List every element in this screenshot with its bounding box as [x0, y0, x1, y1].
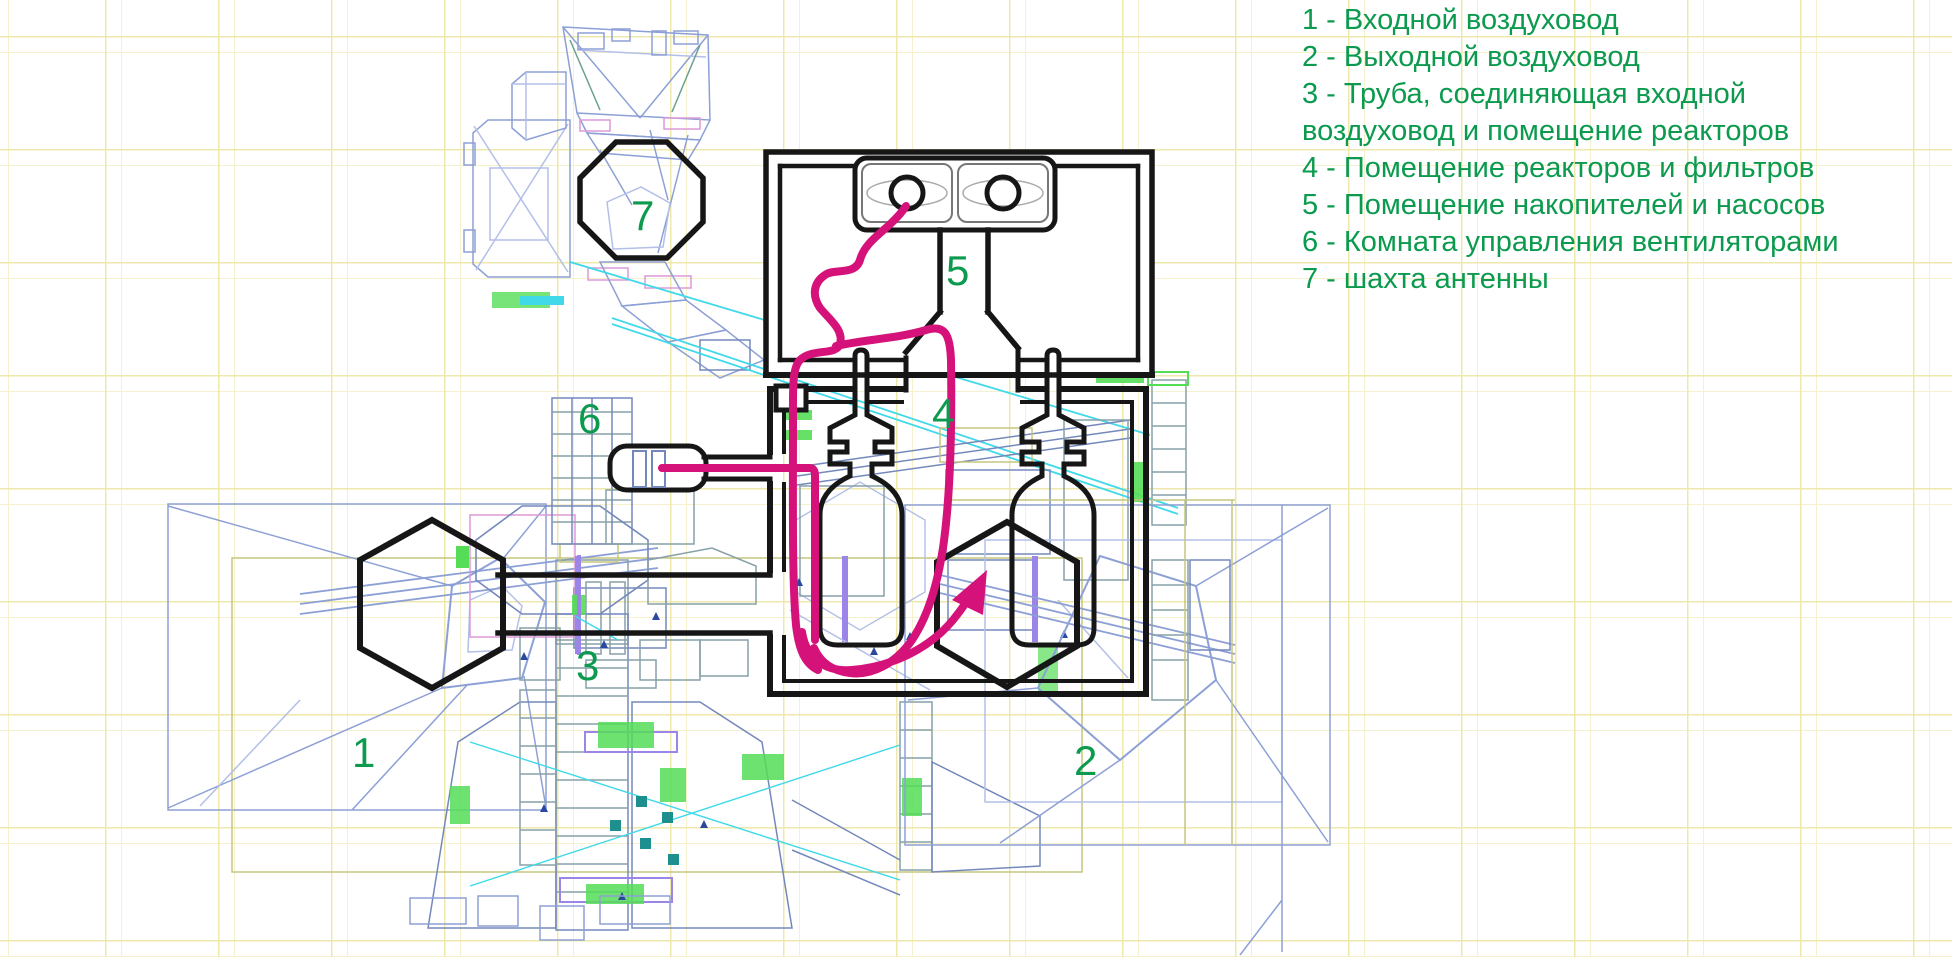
schematic-overlay: [357, 139, 1155, 697]
legend-item-2: 2 - Выходной воздуховод: [1302, 41, 1640, 73]
legend-item-3: 3 - Труба, соединяющая входной воздухово…: [1302, 78, 1790, 147]
antenna-shaft-octagon: [577, 139, 706, 261]
reactor-vessel-left: [817, 347, 905, 648]
drawing-marker-3: 3: [576, 642, 600, 689]
drawing-marker-6: 6: [578, 395, 602, 442]
room-4-reactors-outline: [767, 383, 1149, 697]
flow-sweep-to-arrow: [798, 582, 980, 675]
inlet-hexagon: [357, 516, 506, 692]
drawing-marker-4: 4: [932, 390, 956, 437]
drawing-marker-1: 1: [352, 729, 376, 776]
capsule-inner-equipment: [632, 450, 647, 488]
legend-item-6: 6 - Комната управления вентиляторами: [1302, 226, 1839, 258]
inlet-duct-cube-wireframe: [167, 503, 1083, 873]
antenna-structure-wireframe: [463, 26, 766, 379]
legend-item-1: 1 - Входной воздуховод: [1302, 4, 1619, 36]
drawing-marker-7: 7: [631, 192, 655, 239]
reactor-vessel-right: [1009, 347, 1097, 648]
fan-unit-right: [957, 163, 1049, 223]
drawing-marker-2: 2: [1074, 737, 1098, 784]
flow-from-capsule: [658, 464, 819, 644]
flow-arrowhead: [952, 570, 987, 615]
flow-line: [658, 202, 987, 678]
cad-wireframe: [167, 26, 1331, 956]
legend-item-4: 4 - Помещение реакторов и фильтров: [1302, 152, 1815, 184]
connecting-pipe: [495, 572, 773, 636]
fan-unit-left: [861, 163, 953, 223]
legend-item-5: 5 - Помещение накопителей и насосов: [1302, 189, 1826, 221]
legend: 1 - Входной воздуховод 2 - Выходной возд…: [1302, 2, 1882, 298]
flow-from-fan: [788, 202, 910, 674]
drawing-marker-5: 5: [946, 247, 970, 294]
fan-housing-pocket: [852, 155, 1058, 233]
flow-through-funnel: [810, 324, 956, 678]
fan-funnel-duct: [902, 227, 1022, 393]
legend-item-7: 7 - шахта антенны: [1302, 263, 1549, 295]
